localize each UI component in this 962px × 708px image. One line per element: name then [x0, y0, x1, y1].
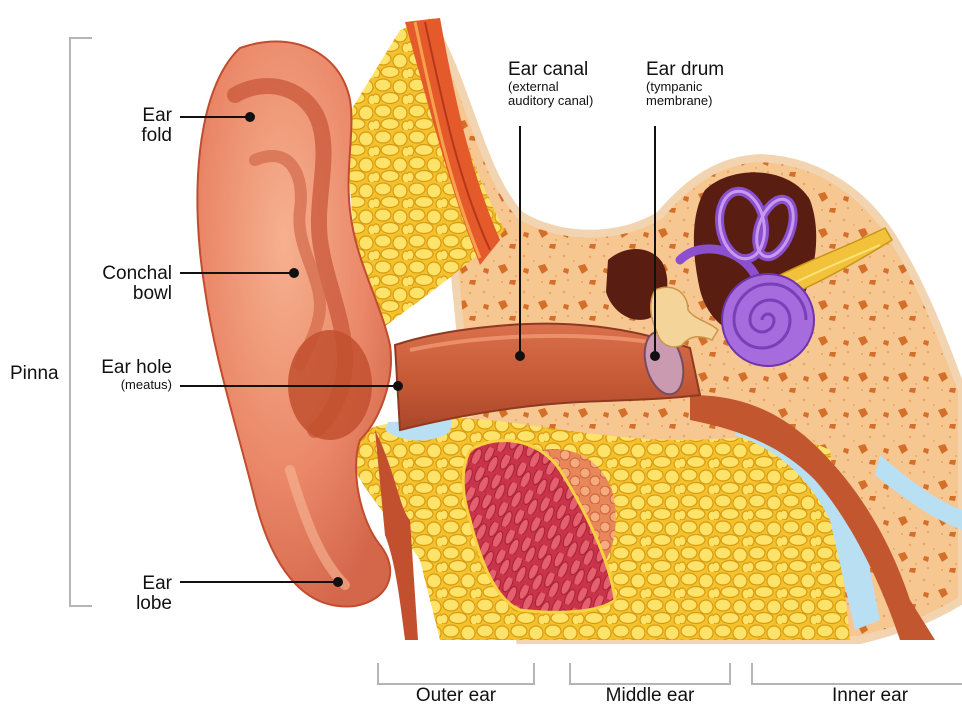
- conchal-bowl-label: Conchal bowl: [90, 264, 172, 304]
- middle-ear-bracket: [570, 663, 730, 684]
- ear-lobe-line2: lobe: [110, 594, 172, 614]
- middle-ear-label: Middle ear: [570, 686, 730, 706]
- conchal-bowl-line2: bowl: [90, 284, 172, 304]
- ear-canal-sub1: (external: [508, 80, 593, 94]
- cochlea: [722, 274, 814, 366]
- ear-canal-label: Ear canal (external auditory canal): [508, 60, 593, 107]
- outer-ear-label: Outer ear: [378, 686, 534, 706]
- conchal-bowl-line1: Conchal: [90, 264, 172, 284]
- ear-fold-line2: fold: [110, 126, 172, 146]
- inner-ear-bracket: [752, 663, 962, 684]
- ear-drum-title: Ear drum: [646, 60, 724, 80]
- ear-canal-title: Ear canal: [508, 60, 593, 80]
- inner-ear-label: Inner ear: [790, 686, 950, 706]
- ear-hole-title: Ear hole: [80, 358, 172, 378]
- ear-fold-label: Ear fold: [110, 106, 172, 146]
- ear-hole-subtitle: (meatus): [80, 378, 172, 392]
- pinna-bracket: [70, 38, 92, 606]
- pinna-label: Pinna: [10, 364, 59, 384]
- ear-fold-line1: Ear: [110, 106, 172, 126]
- ear-drum-sub2: membrane): [646, 94, 724, 108]
- ear-lobe-line1: Ear: [110, 574, 172, 594]
- ear-canal-sub2: auditory canal): [508, 94, 593, 108]
- ear-lobe-label: Ear lobe: [110, 574, 172, 614]
- ear-drum-label: Ear drum (tympanic membrane): [646, 60, 724, 107]
- ear-drum-sub1: (tympanic: [646, 80, 724, 94]
- ear-hole-label: Ear hole (meatus): [80, 358, 172, 392]
- outer-ear-bracket: [378, 663, 534, 684]
